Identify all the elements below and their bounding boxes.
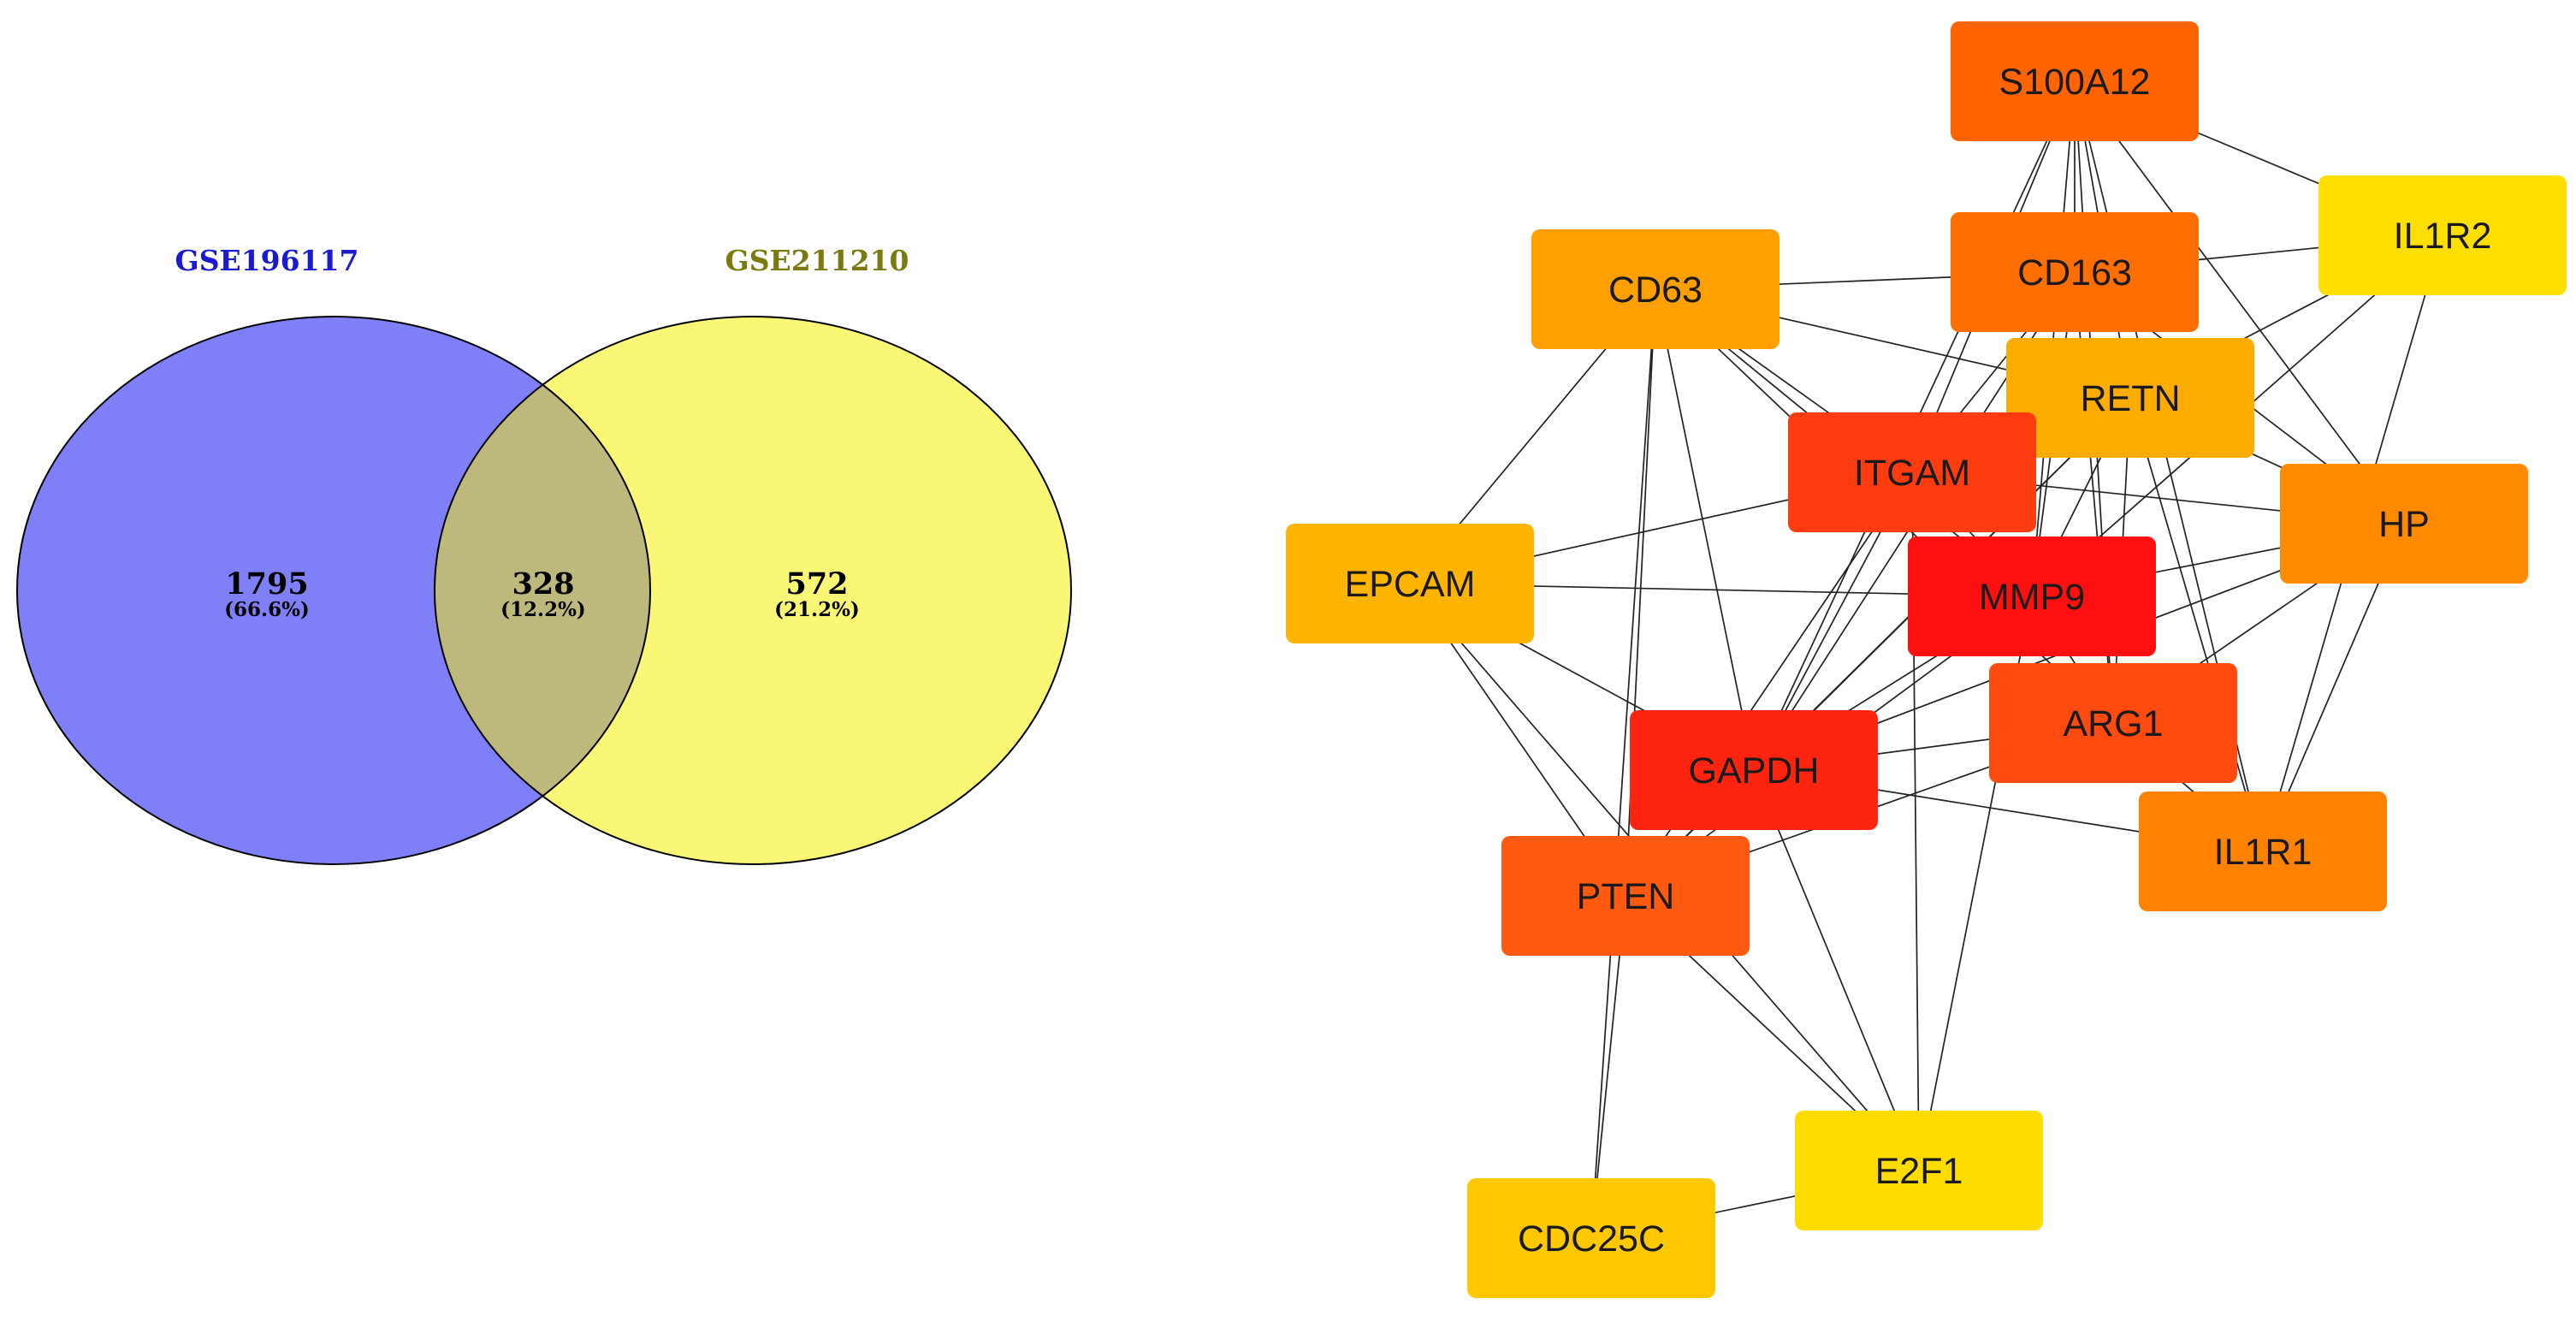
node-box-cdc25c [1467,1178,1715,1298]
node-label-itgam: ITGAM [1854,453,1970,494]
venn-overlap-percent: (12.2%) [500,598,586,621]
edge-s100a12-hp [2074,80,2405,525]
venn-right-count: 572 [785,566,848,602]
node-epcam: EPCAM [1286,524,1534,643]
node-box-il1r1 [2139,791,2387,911]
edge-retn-il1r1 [2129,397,2264,852]
edge-gapdh-e2f1 [1753,769,1920,1171]
node-il1r2: IL1R2 [2318,175,2567,295]
venn-overlap-count: 328 [512,566,574,602]
node-box-cd163 [1951,212,2199,332]
venn-right-percent: (21.2%) [774,598,860,621]
node-label-gapdh: GAPDH [1689,750,1820,791]
node-box-cd63 [1531,229,1780,349]
node-hp: HP [2280,464,2528,584]
venn-set-left-title: GSE196117 [175,244,359,277]
node-box-arg1 [1989,663,2237,783]
node-cdc25c: CDC25C [1467,1178,1715,1298]
node-box-retn [2006,338,2254,458]
node-box-il1r2 [2318,175,2567,295]
venn-overlap-region [435,317,650,864]
node-label-il1r1: IL1R1 [2214,832,2312,873]
edge-cd63-cdc25c [1590,288,1656,1239]
node-label-cd163: CD163 [2017,252,2132,293]
venn-set-right-outline [434,316,1072,865]
node-mmp9: MMP9 [1908,537,2156,656]
node-box-epcam [1286,524,1534,643]
node-label-retn: RETN [2080,378,2180,419]
node-s100a12: S100A12 [1951,21,2199,141]
node-box-e2f1 [1795,1111,2043,1230]
node-box-pten [1501,836,1750,956]
node-itgam: ITGAM [1788,412,2036,532]
node-label-s100a12: S100A12 [1999,62,2151,103]
venn-left-count: 1795 [225,566,308,602]
node-box-itgam [1788,412,2036,532]
node-label-cdc25c: CDC25C [1518,1218,1665,1260]
node-label-hp: HP [2378,504,2430,545]
node-box-mmp9 [1908,537,2156,656]
node-il1r1: IL1R1 [2139,791,2387,911]
node-cd163: CD163 [1951,212,2199,332]
node-gapdh: GAPDH [1630,710,1878,830]
node-cd63: CD63 [1531,229,1780,349]
node-label-e2f1: E2F1 [1875,1151,1963,1192]
venn-set-right-title: GSE211210 [725,244,909,277]
node-label-cd63: CD63 [1608,270,1703,311]
node-label-arg1: ARG1 [2063,703,2163,744]
node-box-s100a12 [1951,21,2199,141]
edge-itgam-pten [1625,471,1913,897]
node-pten: PTEN [1501,836,1750,956]
node-label-pten: PTEN [1577,876,1675,917]
venn-diagram: GSE196117 GSE211210 1795 (66.6%) 328 (12… [16,244,1072,865]
node-label-mmp9: MMP9 [1979,577,2085,618]
node-box-gapdh [1630,710,1878,830]
node-box-hp [2280,464,2528,584]
node-label-il1r2: IL1R2 [2394,216,2492,257]
node-arg1: ARG1 [1989,663,2237,783]
node-retn: RETN [2006,338,2254,458]
node-e2f1: E2F1 [1795,1111,2043,1230]
venn-set-left-outline [16,316,651,865]
node-label-epcam: EPCAM [1345,564,1476,605]
edge-cd63-gapdh [1655,288,1755,771]
venn-left-percent: (66.6%) [224,598,310,621]
